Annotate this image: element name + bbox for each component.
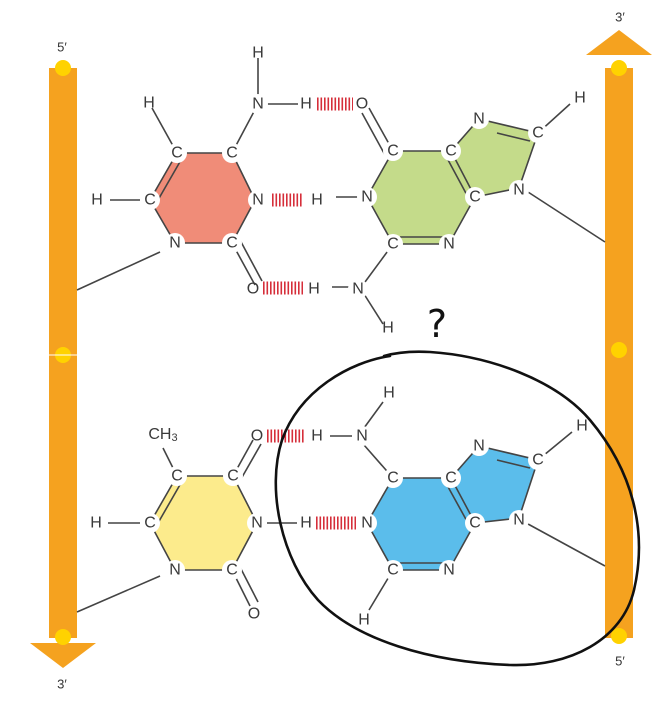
top-atom-c8: C [532, 125, 544, 142]
bottom-atom-c6-right: C [387, 470, 399, 487]
bottom-right-double-bond-b [496, 459, 531, 469]
bottom-atom-n9: N [513, 512, 525, 529]
top-atom-c-b: C [226, 145, 238, 162]
bottom-atom-n-amino: N [356, 428, 368, 445]
top-atom-c-a: C [171, 145, 183, 162]
top-atom-c2-right: C [387, 236, 399, 253]
top-right-double-bond-a [446, 157, 469, 198]
bottom-right-nh-top-bond [363, 401, 384, 429]
bottom-atom-ch3: CH3 [148, 426, 177, 445]
bottom-atom-o2-left: O [248, 606, 260, 623]
bottom-atom-c6: C [144, 515, 156, 532]
bottom-left-co2-double [239, 566, 259, 603]
left-strand-5prime-label: 5′ [57, 40, 67, 55]
right-strand-3prime-label: 3′ [615, 10, 625, 25]
top-atom-n2: N [352, 281, 364, 298]
top-atom-n3-left: N [252, 192, 264, 209]
top-atom-h8: H [574, 90, 586, 107]
top-atom-c2-left: C [226, 235, 238, 252]
right-strand-arrowhead [586, 30, 652, 55]
bottom-atom-h-amino: H [383, 385, 395, 402]
top-atom-h2b: H [308, 281, 320, 298]
bottom-right-double-bond-a [446, 484, 469, 524]
top-right-double-bond-b [496, 132, 531, 142]
bottom-left-base-ring [150, 476, 257, 570]
top-atom-o6: O [356, 96, 368, 113]
top-atom-labels: H N H O H C C H C N H N C O H N H C [91, 45, 586, 337]
top-atom-n1-left: N [169, 235, 181, 252]
top-right-five-ring [451, 119, 538, 197]
top-atom-h4: H [143, 95, 155, 112]
question-mark-annotation: ? [427, 302, 447, 346]
top-atom-c5-right: C [445, 143, 457, 160]
top-left-base-double-bond [157, 159, 182, 201]
top-left-co-double [239, 239, 263, 282]
bottom-atom-n7: N [473, 438, 485, 455]
left-phosphate-bottom [55, 629, 71, 645]
bottom-left-co4-double [240, 443, 262, 480]
top-atom-n3-right: N [443, 236, 455, 253]
right-strand-5prime-label: 5′ [615, 654, 625, 669]
bottom-atom-c2-left: C [226, 562, 238, 579]
top-right-nh2b-bond [363, 293, 384, 325]
bottom-atom-n1-left: N [169, 562, 181, 579]
top-left-glycosidic-link [76, 251, 161, 291]
top-atom-o2-left: O [247, 281, 259, 298]
bottom-right-six-ring [367, 478, 475, 570]
right-strand: 3′ 5′ [586, 10, 652, 669]
top-atom-n9: N [513, 182, 525, 199]
bottom-atom-n3-left: N [251, 515, 263, 532]
bottom-atom-n1-right: N [361, 515, 373, 532]
bottom-right-glycosidic-link [527, 523, 606, 567]
bottom-atom-c2-right: C [387, 562, 399, 579]
bottom-atom-c5-right: C [445, 470, 457, 487]
top-atom-h-amino: H [252, 45, 264, 62]
top-atom-h2-bottom: H [382, 320, 394, 337]
top-atom-h5: H [91, 192, 103, 209]
bottom-base-pair: CH3 C C O H N H H C N H N C O C C [76, 385, 606, 629]
top-atom-c5: C [144, 192, 156, 209]
hand-drawn-circle [274, 350, 641, 667]
bottom-atom-o4: O [251, 428, 263, 445]
left-strand-3prime-label: 3′ [57, 677, 67, 692]
bottom-atom-c5: C [171, 468, 183, 485]
left-phosphate-top [55, 60, 71, 76]
bottom-left-base-double-bond [157, 482, 182, 524]
left-strand: 5′ 3′ [30, 40, 96, 692]
bottom-atom-labels: CH3 C C O H N H H C N H N C O C C [90, 385, 588, 629]
handwritten-annotation: ? [274, 302, 641, 667]
bottom-atom-h6: H [90, 515, 102, 532]
bottom-atom-h-n3: H [300, 515, 312, 532]
top-atom-h1: H [311, 192, 323, 209]
top-base-pair: H N H O H C C H C N H N C O H N H C [76, 45, 606, 337]
right-phosphate-top [611, 60, 627, 76]
right-phosphate-middle [611, 342, 627, 358]
top-atom-n-amino: N [252, 96, 264, 113]
top-right-six-ring [367, 151, 475, 244]
left-strand-arrowhead [30, 643, 96, 668]
bottom-atom-h2: H [358, 612, 370, 629]
top-atom-h-amino2: H [300, 96, 312, 113]
bottom-atom-n3-right: N [443, 562, 455, 579]
bottom-atom-c4: C [227, 468, 239, 485]
top-atom-c6-right: C [387, 143, 399, 160]
top-atom-n1-right: N [361, 189, 373, 206]
bottom-atom-c4-right: C [469, 515, 481, 532]
bottom-atom-c8: C [532, 452, 544, 469]
top-atom-c4-right: C [469, 189, 481, 206]
top-atom-n7: N [473, 111, 485, 128]
right-phosphate-bottom [611, 628, 627, 644]
top-left-base-ring [150, 153, 255, 243]
bottom-left-glycosidic-link [76, 575, 161, 613]
bottom-atom-h8: H [576, 418, 588, 435]
top-right-glycosidic-link [527, 191, 606, 243]
bottom-atom-h-amino2: H [311, 428, 323, 445]
top-right-co-double [361, 112, 386, 156]
